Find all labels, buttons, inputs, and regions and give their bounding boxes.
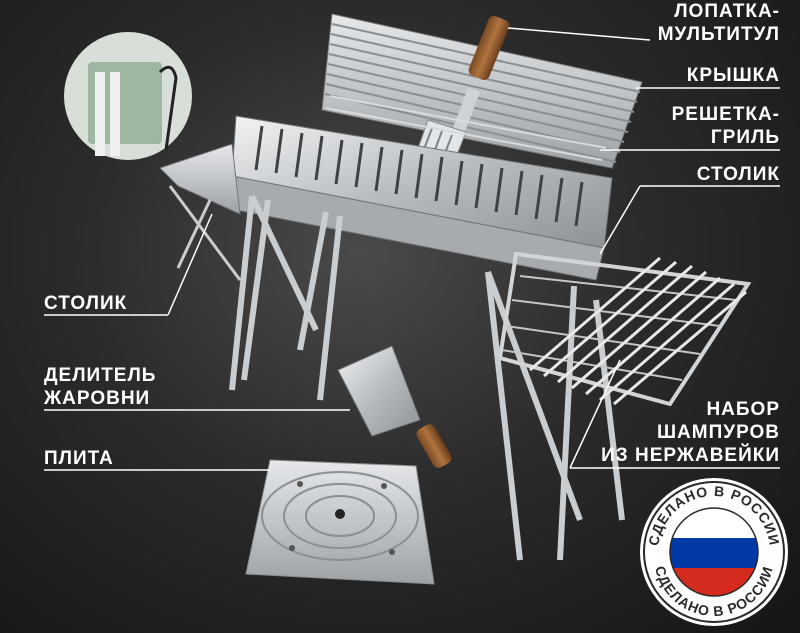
brazier-divider [337, 345, 452, 468]
label-plate: ПЛИТА [44, 447, 204, 470]
side-table-right [497, 251, 752, 407]
label-divider: ДЕЛИТЕЛЬ ЖАРОВНИ [44, 364, 244, 410]
callout-lines [44, 27, 780, 471]
cooking-plate [245, 459, 435, 585]
side-table-left [159, 143, 242, 281]
label-side-table-left: СТОЛИК [44, 292, 204, 315]
label-plate-text: ПЛИТА [44, 448, 114, 469]
label-side-table-right-text: СТОЛИК [696, 164, 780, 185]
label-spatula-line1: ЛОПАТКА- [674, 1, 780, 22]
label-lid: КРЫШКА [620, 64, 780, 87]
label-skewers: НАБОР ШАМПУРОВ ИЗ НЕРЖАВЕЙКИ [560, 398, 780, 467]
label-skewers-line1: НАБОР [706, 399, 780, 420]
label-grill-grate-line1: РЕШЕТКА- [671, 104, 780, 125]
label-skewers-line3: ИЗ НЕРЖАВЕЙКИ [601, 445, 780, 466]
label-grill-grate-line2: ГРИЛЬ [710, 127, 780, 148]
label-skewers-line2: ШАМПУРОВ [656, 422, 780, 443]
skewers-set [529, 256, 747, 406]
label-side-table-right: СТОЛИК [620, 163, 780, 186]
made-in-russia-seal: СДЕЛАНО В РОССИИ СДЕЛАНО В РОССИИ [640, 478, 788, 626]
grill-legs [229, 194, 625, 561]
label-divider-line2: ЖАРОВНИ [44, 388, 151, 409]
accessory-inset-image [64, 32, 192, 160]
label-divider-line1: ДЕЛИТЕЛЬ [44, 365, 157, 386]
label-grill-grate: РЕШЕТКА- ГРИЛЬ [620, 103, 780, 149]
label-spatula-line2: МУЛЬТИТУЛ [657, 24, 780, 45]
label-lid-text: КРЫШКА [686, 65, 780, 86]
label-side-table-left-text: СТОЛИК [44, 293, 128, 314]
label-spatula-multitool: ЛОПАТКА- МУЛЬТИТУЛ [620, 0, 780, 46]
